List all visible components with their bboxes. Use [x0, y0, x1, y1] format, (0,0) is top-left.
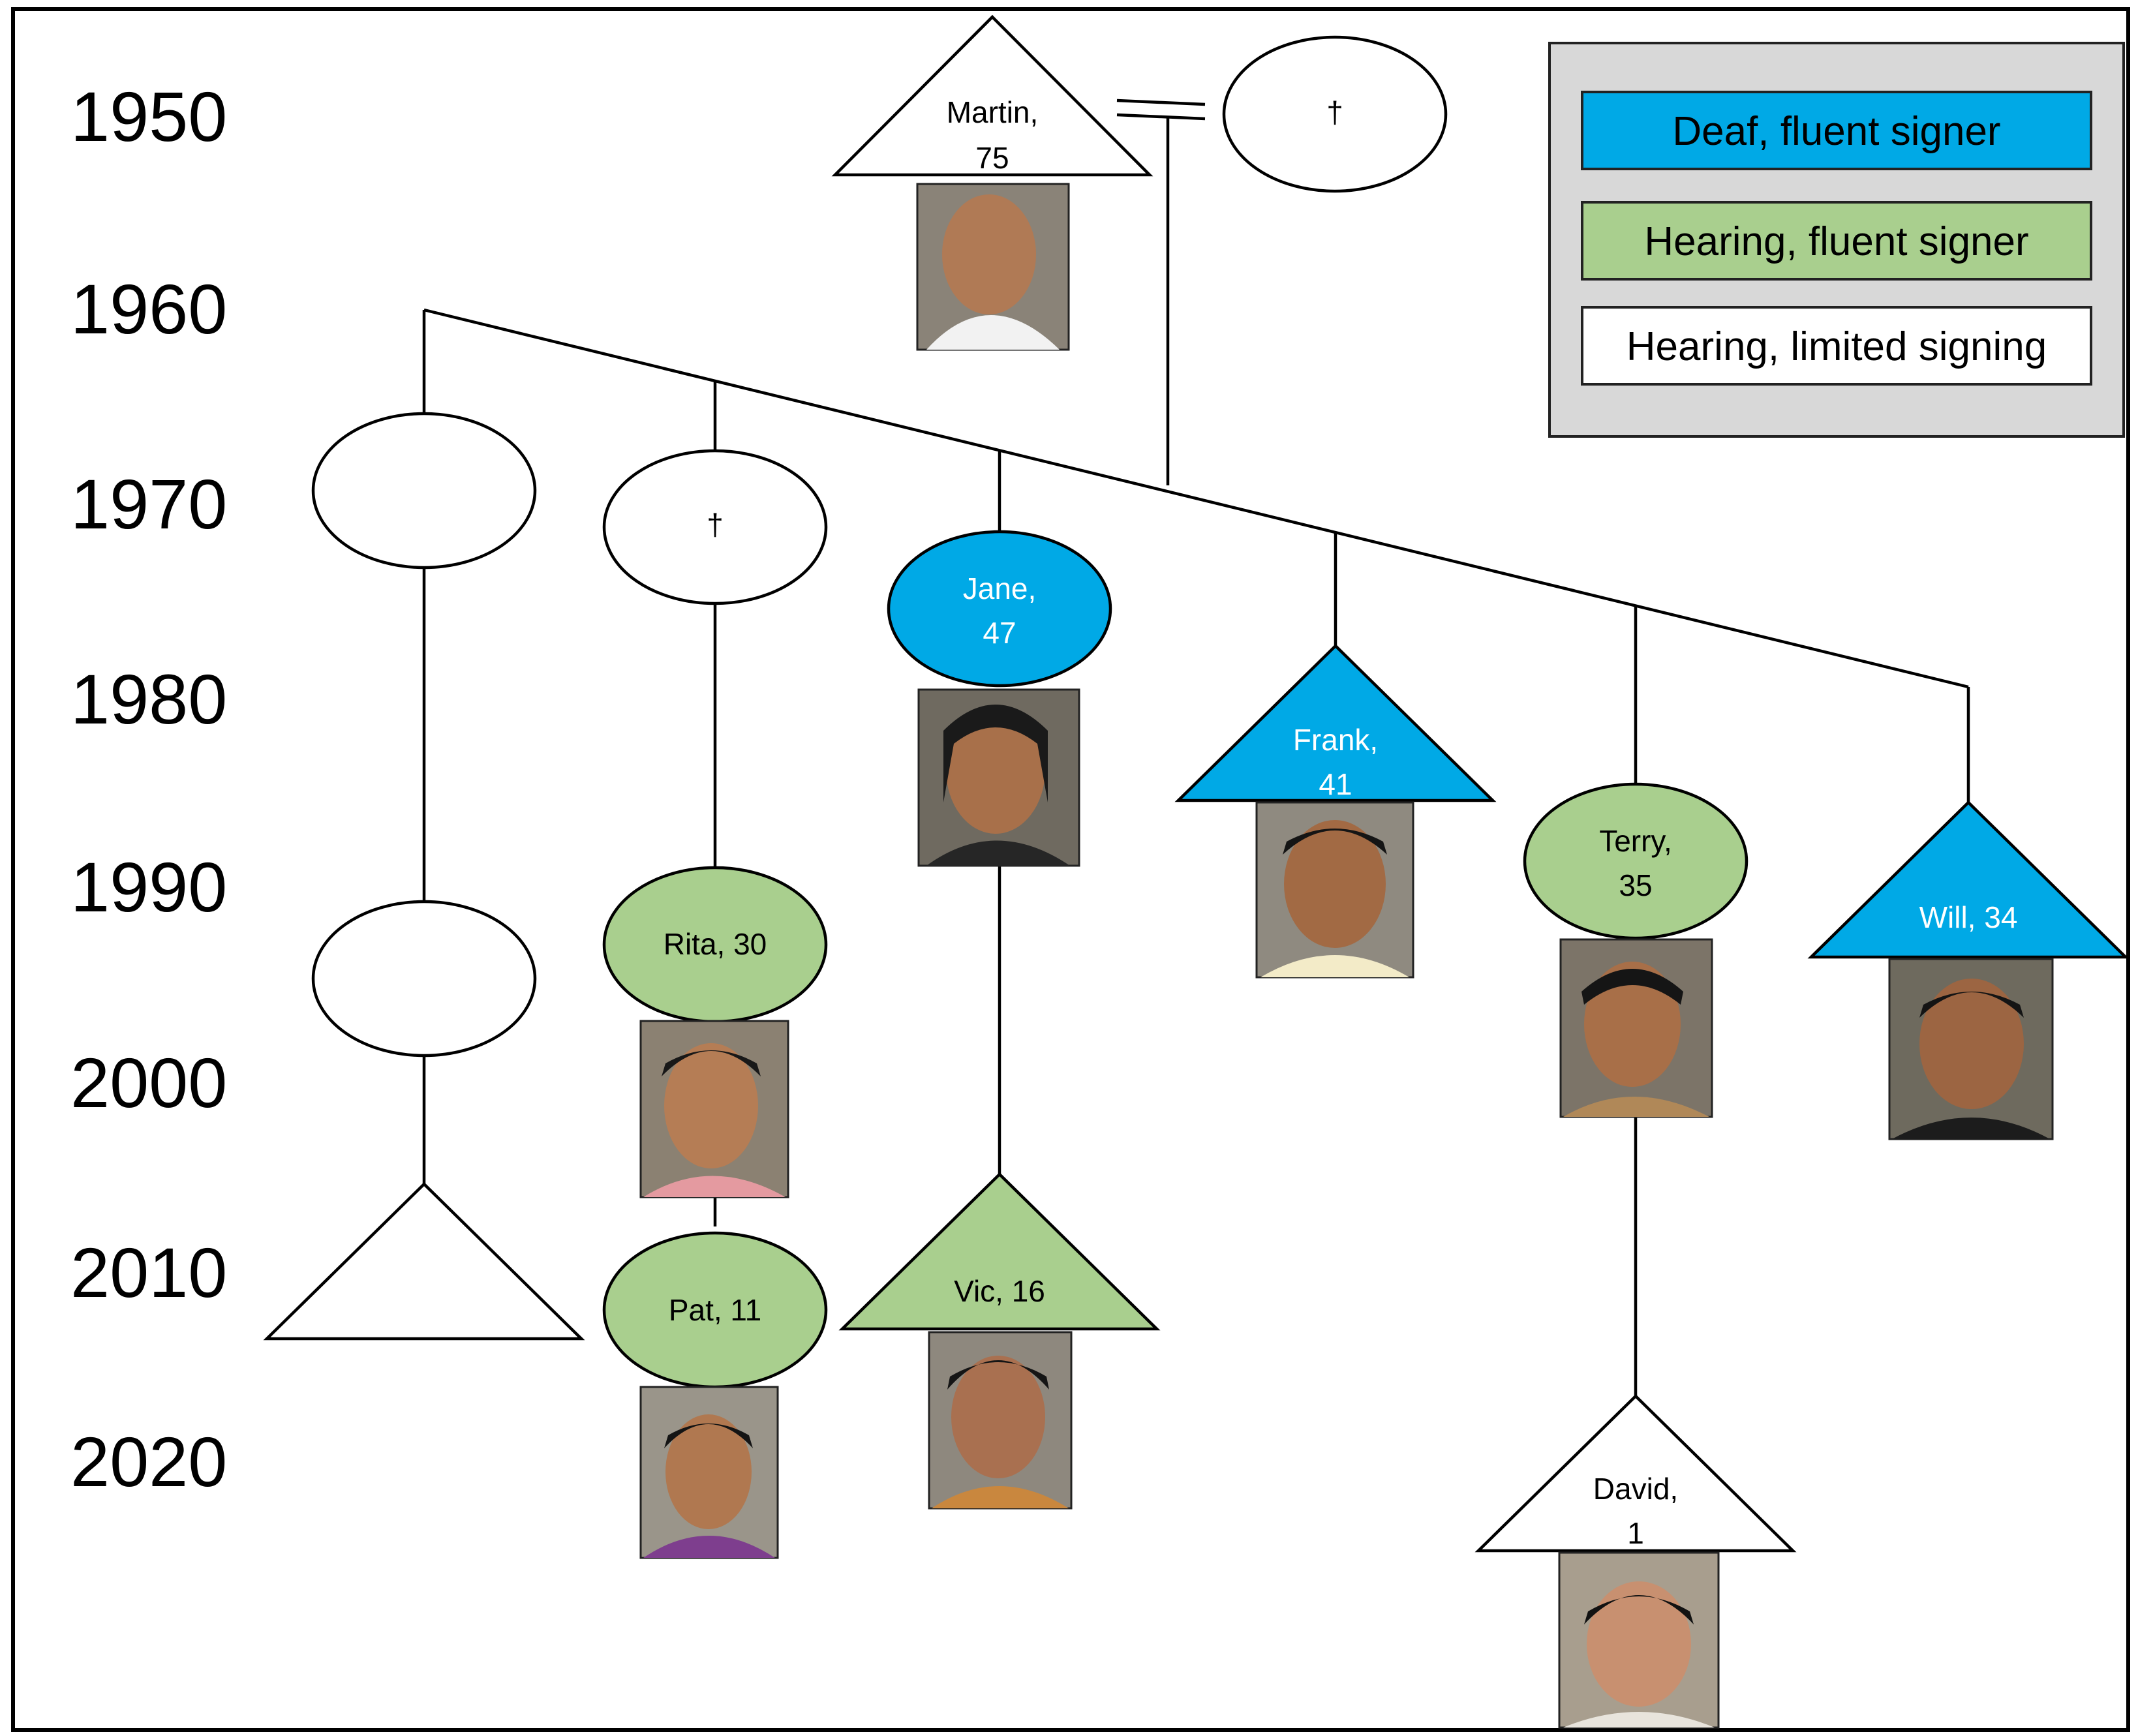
- terry-symbol: [1523, 782, 1749, 940]
- legend-swatch-hearing-fluent: [1581, 201, 2092, 281]
- martin-symbol: [831, 14, 1153, 177]
- martin-age: 75: [975, 141, 1009, 175]
- person-child1-great-grandchild-symbol: [263, 1181, 585, 1341]
- legend-label-hearing-fluent: Hearing, fluent signer: [1644, 219, 2028, 264]
- terry-name: Terry,: [1599, 824, 1672, 858]
- vic-symbol: [838, 1172, 1161, 1331]
- david-name: David,: [1593, 1472, 1678, 1506]
- jane-symbol: [887, 530, 1112, 688]
- will-symbol: [1807, 800, 2130, 959]
- year-label-2000: 2000: [70, 1043, 227, 1122]
- frank-age: 41: [1319, 767, 1352, 801]
- person-rita: Rita, 30: [602, 866, 828, 1198]
- year-label-1960: 1960: [70, 269, 227, 348]
- pat-photo: [639, 1386, 779, 1559]
- person-spouse: †: [1222, 35, 1448, 193]
- terry-age: 35: [1619, 868, 1652, 902]
- martin-name: Martin,: [947, 95, 1039, 129]
- legend-label-hearing-limited: Hearing, limited signing: [1626, 324, 2047, 369]
- legend: Deaf, fluent signer Hearing, fluent sign…: [1548, 42, 2125, 438]
- david-symbol: [1474, 1393, 1797, 1553]
- year-label-1990: 1990: [70, 847, 227, 926]
- frank-name: Frank,: [1293, 723, 1378, 757]
- year-label-1970: 1970: [70, 464, 227, 543]
- person-child1-symbol: [311, 412, 537, 570]
- jane-age: 47: [983, 616, 1016, 650]
- year-label-2020: 2020: [70, 1422, 227, 1501]
- child2-symbol: [602, 449, 828, 605]
- terry-photo: [1559, 938, 1713, 1118]
- person-vic: Vic, 16: [838, 1172, 1161, 1510]
- person-martin: Martin, 75: [831, 14, 1153, 351]
- diagram-frame: [11, 7, 2130, 1732]
- kinship-lines: [422, 99, 1970, 1396]
- sibship-line: [423, 308, 1969, 689]
- marriage-line-bottom: [1116, 113, 1206, 121]
- legend-label-deaf-fluent: Deaf, fluent signer: [1672, 109, 2000, 154]
- david-photo: [1558, 1551, 1720, 1729]
- will-photo: [1888, 958, 2054, 1140]
- child2-deceased-mark: †: [707, 508, 724, 541]
- frank-symbol: [1174, 643, 1497, 802]
- year-label-1980: 1980: [70, 660, 227, 739]
- person-david: David, 1: [1474, 1393, 1797, 1729]
- year-label-2010: 2010: [70, 1233, 227, 1312]
- david-age: 1: [1627, 1516, 1644, 1550]
- person-jane: Jane, 47: [887, 530, 1112, 867]
- will-label: Will, 34: [1919, 900, 2018, 934]
- spouse-deceased-mark: †: [1326, 95, 1343, 129]
- person-will: Will, 34: [1807, 800, 2130, 1140]
- legend-swatch-deaf-fluent: [1581, 91, 2092, 170]
- spouse-symbol: [1222, 35, 1448, 193]
- person-child2: †: [602, 449, 828, 605]
- jane-photo: [917, 688, 1080, 867]
- vic-label: Vic, 16: [954, 1274, 1045, 1308]
- vic-photo: [928, 1331, 1073, 1510]
- person-terry: Terry, 35: [1523, 782, 1749, 1118]
- rita-photo: [639, 1020, 789, 1198]
- person-frank: Frank, 41: [1174, 643, 1497, 979]
- marriage-line-top: [1116, 99, 1206, 106]
- frank-photo: [1255, 801, 1414, 979]
- year-label-1950: 1950: [70, 77, 227, 156]
- rita-label: Rita, 30: [664, 927, 767, 961]
- legend-swatch-hearing-limited: [1581, 306, 2092, 386]
- year-axis: 1950 1960 1970 1980 1990 2000 2010 2020: [70, 77, 227, 1501]
- pat-label: Pat, 11: [669, 1293, 761, 1327]
- person-child1-descendant-symbol: [311, 900, 537, 1058]
- martin-photo: [916, 183, 1070, 351]
- person-pat: Pat, 11: [602, 1231, 828, 1559]
- jane-name: Jane,: [963, 571, 1037, 605]
